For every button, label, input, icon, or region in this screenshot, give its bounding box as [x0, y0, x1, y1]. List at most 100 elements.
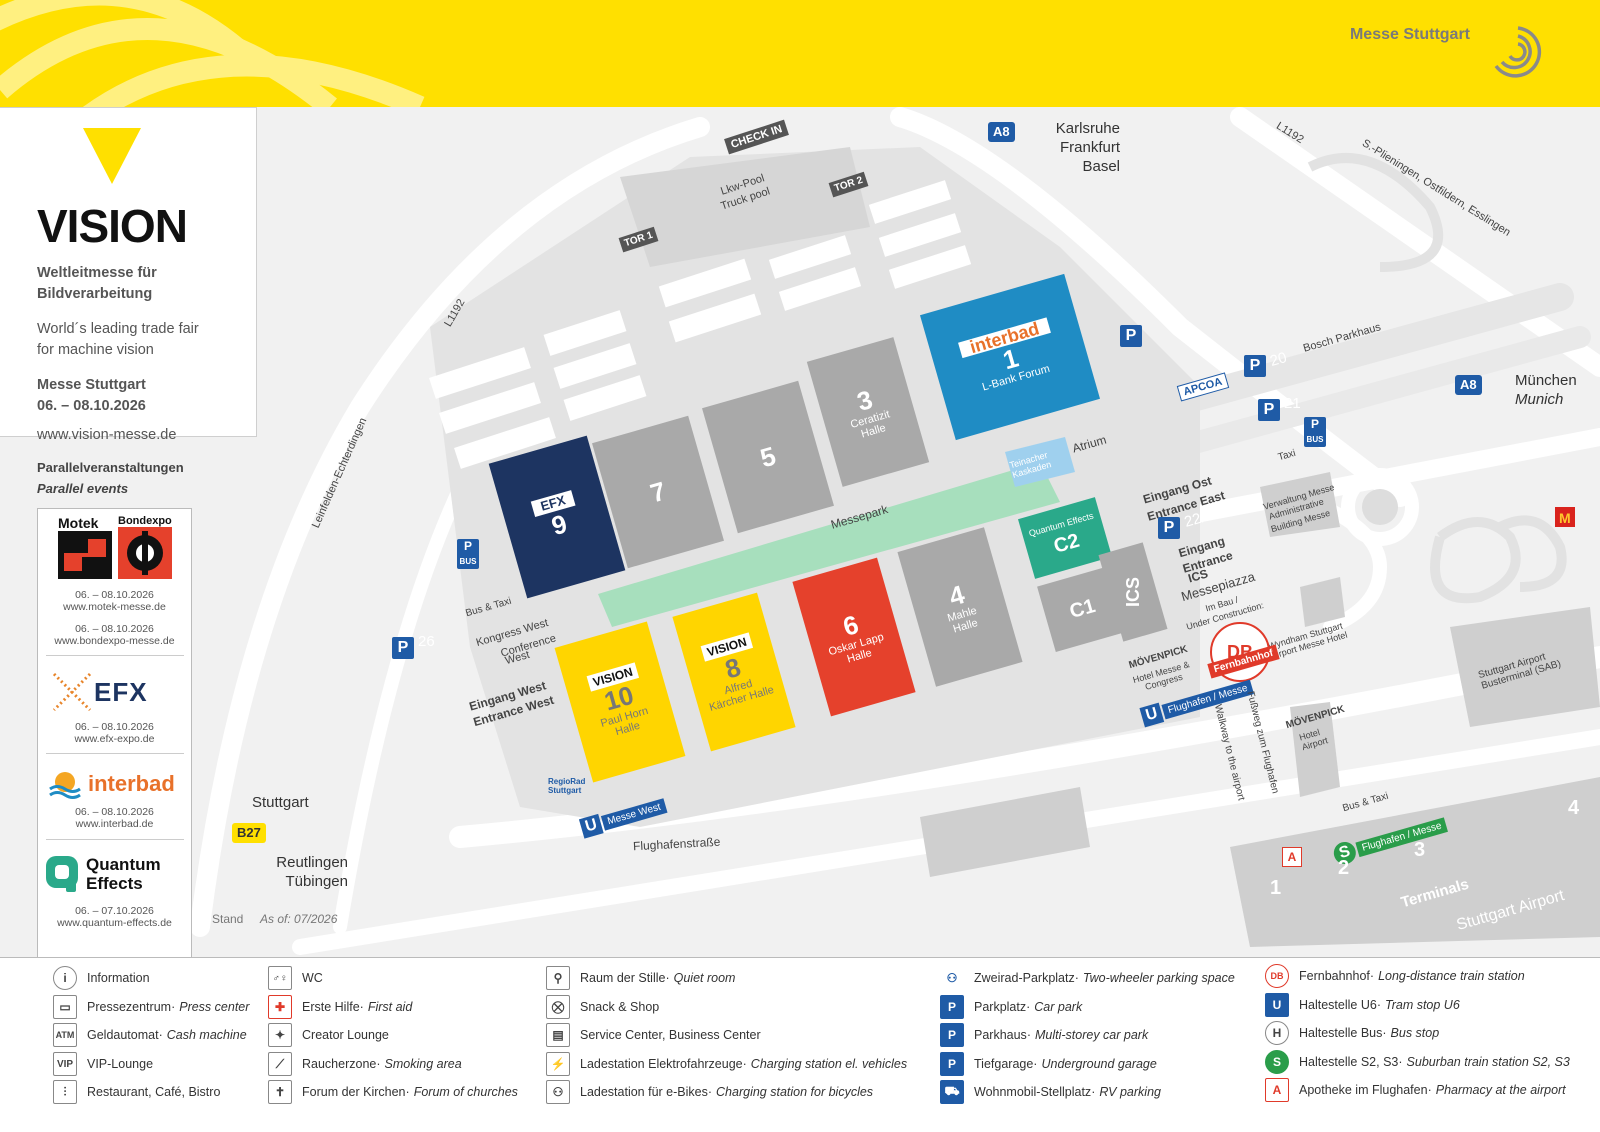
hall-1-number: 1 [999, 342, 1022, 376]
parking-p20-icon[interactable]: P [1244, 355, 1266, 377]
b27-north-destination: Stuttgart [252, 794, 309, 811]
hall-8-number: 8 [721, 651, 744, 685]
legend-smoking: ⟋Raucherzone · Smoking area [268, 1052, 462, 1076]
hall-4-name: Mahle Halle [946, 604, 980, 636]
hall-6-number: 6 [839, 609, 862, 642]
pharmacy-icon: A [1265, 1078, 1289, 1102]
motek-mark-icon [58, 531, 112, 579]
smoking-icon: ⟋ [268, 1052, 292, 1076]
parking-p21-number: 21 [1284, 395, 1301, 412]
hall-4-number: 4 [945, 579, 968, 612]
legend-label: Parkplatz [974, 1000, 1027, 1014]
legend-label: Geldautomat [87, 1028, 159, 1042]
vision-logo-text: VISION [37, 200, 188, 252]
dates: 06. – 08.10.2026 [37, 398, 146, 414]
restaurant-icon: ⫶ [53, 1080, 77, 1104]
legend-label: Apotheke im Flughafen [1299, 1083, 1428, 1097]
b27-south-dest-2: Tübingen [285, 873, 348, 890]
event-info-box: VISION Weltleitmesse für Bildverarbeitun… [0, 107, 257, 443]
legend-label-en: Quiet room [673, 971, 736, 985]
hall-3-number: 3 [853, 384, 876, 417]
hall-9-number: 9 [548, 508, 571, 542]
legend-label: Pressezentrum [87, 1000, 172, 1014]
atm-icon: ATM [53, 1023, 77, 1047]
legend-two-wheeler: ⚇Zweirad-Parkplatz · Two-wheeler parking… [940, 966, 1235, 990]
motek-dates: 06. – 08.10.2026 [75, 589, 154, 601]
legend-label: Erste Hilfe [302, 1000, 360, 1014]
tagline-de-2: Bildverarbeitung [37, 286, 153, 302]
legend-churches: ✝Forum der Kirchen · Forum of churches [268, 1080, 518, 1104]
creator-lounge-icon: ✦ [268, 1023, 292, 1047]
car-park-icon: P [940, 995, 964, 1019]
legend-label-en: Bus stop [1390, 1026, 1440, 1040]
banner-swoosh-decoration [0, 0, 425, 107]
legend-label-en: Two-wheeler parking space [1082, 971, 1235, 985]
parking-p26-number: 26 [418, 633, 435, 650]
quantum-mark-icon [46, 856, 78, 892]
vision-logo-icon [83, 128, 141, 184]
parking-fairground-icon[interactable]: P [1120, 325, 1142, 347]
interbad-url[interactable]: www.interbad.de [75, 818, 154, 830]
legend-label: Raum der Stille [580, 971, 666, 985]
legend-label: Parkhaus [974, 1028, 1027, 1042]
motek-url[interactable]: www.motek-messe.de [63, 601, 166, 613]
hall-ics-number: ICS [1122, 576, 1143, 608]
legend-label-en: Charging station el. vehicles [750, 1057, 908, 1071]
hall-5-number: 5 [756, 440, 780, 474]
legend-label: Ladestation für e-Bikes [580, 1085, 708, 1099]
legend-label: VIP-Lounge [87, 1057, 154, 1071]
press-center-icon: ▭ [53, 995, 77, 1019]
parking-bus-west-text: BUS [459, 557, 477, 566]
parking-p26-icon[interactable]: P [392, 637, 414, 659]
parking-p21-icon[interactable]: P [1258, 399, 1280, 421]
a8-east-dest-de: München [1515, 372, 1577, 389]
restaurant-marker-icon [1555, 507, 1575, 527]
rv-icon: ⛟ [940, 1080, 964, 1104]
quantum-url[interactable]: www.quantum-effects.de [57, 917, 172, 929]
quiet-room-icon: ⚲ [546, 966, 570, 990]
tram-stop-icon: U [1265, 993, 1289, 1017]
tagline-en-1: World´s leading trade fair [37, 321, 199, 337]
efx-url[interactable]: www.efx-expo.de [74, 733, 155, 745]
motorbike-icon: ⚇ [940, 966, 964, 990]
shop-icon: ⛒ [546, 995, 570, 1019]
bondexpo-logo-text: Bondexpo [118, 515, 172, 527]
a8-west-destinations: Karlsruhe Frankfurt Basel [1030, 119, 1120, 176]
ev-charging-icon: ⚡ [546, 1052, 570, 1076]
parallel-events-list: Motek Bondexpo 06. – 08.10.2026 www.mote… [37, 508, 192, 958]
top-banner: Messe Stuttgart [0, 0, 1600, 107]
parking-p22-icon[interactable]: P [1158, 517, 1180, 539]
bondexpo-logo: Bondexpo [118, 515, 176, 581]
efx-logo: EFX [50, 667, 180, 717]
hall-c1-number: C1 [1067, 594, 1098, 624]
tagline-de-1: Weltleitmesse für [37, 265, 157, 281]
bus-stop-icon: H [1265, 1021, 1289, 1045]
legend-wc: ♂♀WC [268, 966, 323, 990]
divider [46, 753, 184, 754]
a8-west-dest-2: Frankfurt [1059, 139, 1120, 156]
bondexpo-url[interactable]: www.bondexpo-messe.de [54, 635, 175, 647]
legend-press-center: ▭Pressezentrum · Press center [53, 995, 249, 1019]
legend-label-en: Press center [179, 1000, 250, 1014]
website-link[interactable]: www.vision-messe.de [37, 427, 177, 443]
a8-west-badge: A8 [988, 122, 1015, 142]
s-bahn-icon: S [1265, 1050, 1289, 1074]
b27-south-dest-1: Reutlingen [276, 854, 348, 871]
legend-label-en: Tram stop U6 [1385, 998, 1460, 1012]
legend-label-en: Long-distance train station [1378, 969, 1525, 983]
legend-label-en: Underground garage [1041, 1057, 1157, 1071]
legend-label: Information [87, 971, 150, 985]
legend-label-en: Charging station for bicycles [716, 1085, 874, 1099]
legend-label: Zweirad-Parkplatz [974, 971, 1075, 985]
motek-logo-text: Motek [58, 515, 99, 531]
ebike-charging-icon: ⚇ [546, 1080, 570, 1104]
